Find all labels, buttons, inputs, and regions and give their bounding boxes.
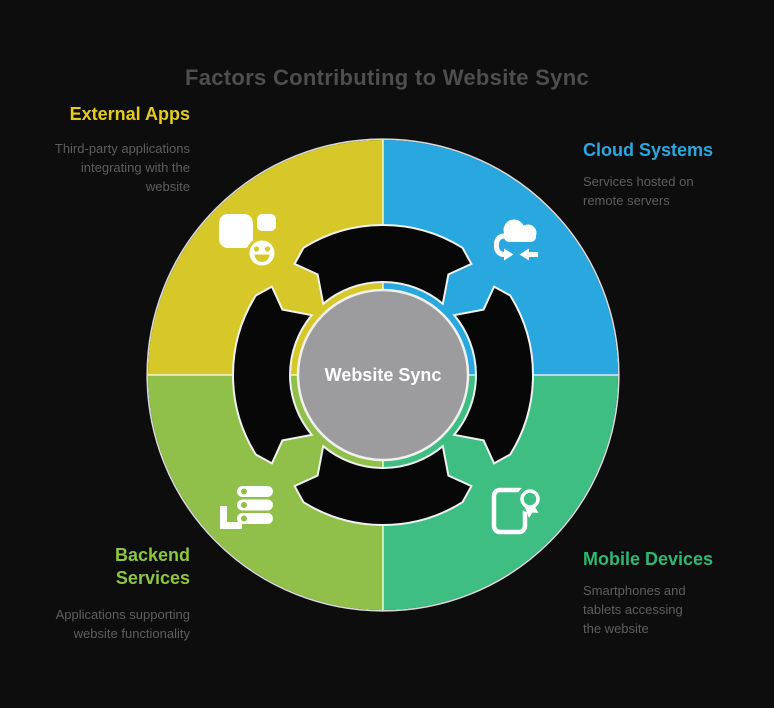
sync-arrow-left — [232, 285, 314, 465]
factor-label-cloud-systems: Cloud Systems — [583, 140, 714, 160]
factor-label-external-apps: External Apps — [69, 104, 190, 124]
sync-arrow-right — [452, 285, 534, 465]
factor-description-cloud-systems: Services hosted on remote servers — [583, 174, 694, 208]
factor-description-mobile-devices: Smartphones and tablets accessing the we… — [583, 583, 686, 636]
factor-label-mobile-devices: Mobile Devices — [583, 549, 714, 569]
mobile-badge-icon — [491, 485, 544, 535]
cloud-sync-icon — [494, 219, 538, 261]
hub-label: Website Sync — [324, 364, 442, 385]
factor-description-backend-services: Applications supporting website function… — [55, 607, 190, 641]
sync-arrow-top — [293, 224, 473, 306]
apps-integration-icon — [219, 214, 278, 269]
factor-description-external-apps: Third-party applications integrating wit… — [54, 141, 190, 194]
server-stack-icon — [220, 486, 273, 529]
outer-rim — [146, 138, 620, 612]
cycle-arrows — [232, 224, 534, 526]
page-title: Factors Contributing to Website Sync — [185, 64, 589, 90]
sync-arrow-bottom — [293, 444, 473, 526]
factor-label-backend-services: Backend Services — [114, 545, 190, 589]
hub-circle — [296, 288, 470, 462]
